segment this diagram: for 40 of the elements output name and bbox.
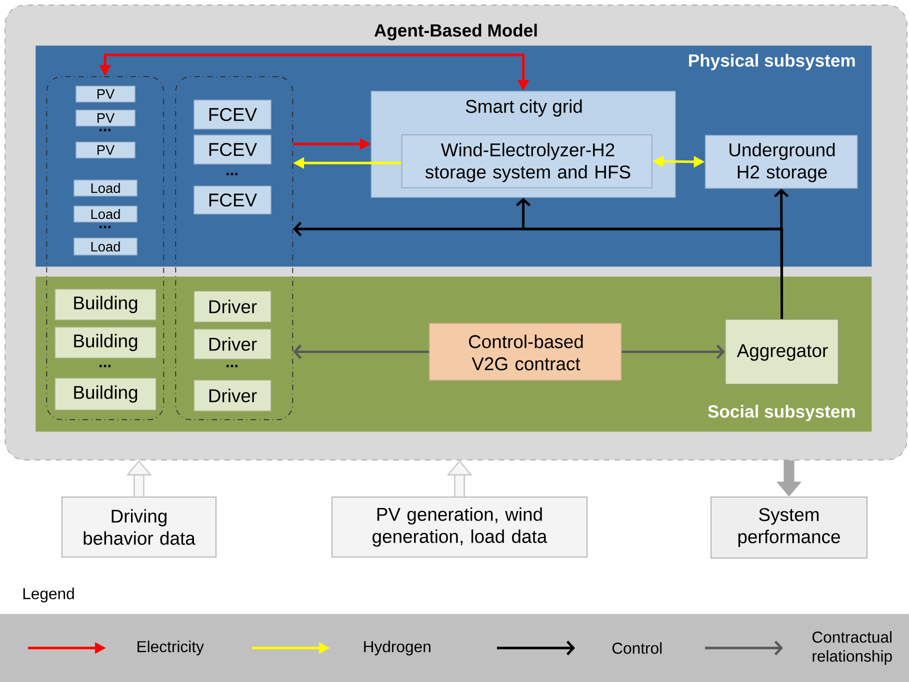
agent-box: Load <box>74 238 138 256</box>
contract-box: Control-based V2G contract <box>428 322 622 381</box>
process-box: Wind-Electrolyzer-H2 storage system and HFS <box>401 134 652 188</box>
arrow <box>293 222 784 319</box>
agent-box: Driver <box>194 290 272 322</box>
agent-box: Building <box>54 378 156 410</box>
agent-box: Load <box>74 206 138 222</box>
input-box: Driving behavior data <box>62 496 216 558</box>
agent-box: Driver <box>194 328 272 360</box>
group-outline <box>175 76 294 420</box>
legend-label: Hydrogen <box>364 640 430 656</box>
model-title: Agent-Based Model <box>374 24 537 40</box>
agent-box: FCEV <box>194 134 272 164</box>
ellipsis: ... <box>100 226 111 228</box>
agent-box: PV <box>76 110 136 126</box>
legend-label: Control <box>612 642 662 654</box>
agent-box: Load <box>74 180 138 196</box>
agent-box: FCEV <box>194 100 272 130</box>
ellipsis: ... <box>226 172 238 176</box>
legend-label: Electricity <box>138 640 204 656</box>
input-box: PV generation, wind generation, load data <box>332 496 588 558</box>
group-outline <box>46 76 164 420</box>
storage-box: Underground H2 storage <box>704 134 858 189</box>
agent-box: PV <box>76 142 136 158</box>
aggregator-box: Aggregator <box>724 318 839 385</box>
agent-box: FCEV <box>194 186 272 214</box>
ellipsis: ... <box>100 128 111 132</box>
panel-heading: Physical subsystem <box>689 54 855 70</box>
agent-box: Driver <box>194 380 272 412</box>
agent-box: Building <box>54 326 156 358</box>
arrow <box>293 344 429 360</box>
ellipsis: ... <box>226 364 238 368</box>
agent-box: PV <box>76 86 136 102</box>
legend-label: Contractual relationship <box>812 631 892 665</box>
agent-box: Building <box>54 288 156 320</box>
ellipsis: ... <box>100 364 111 368</box>
panel-heading: Social subsystem <box>708 404 855 422</box>
output-box: System performance <box>710 496 868 558</box>
arrow <box>622 344 725 360</box>
legend-heading: Legend <box>23 588 74 602</box>
